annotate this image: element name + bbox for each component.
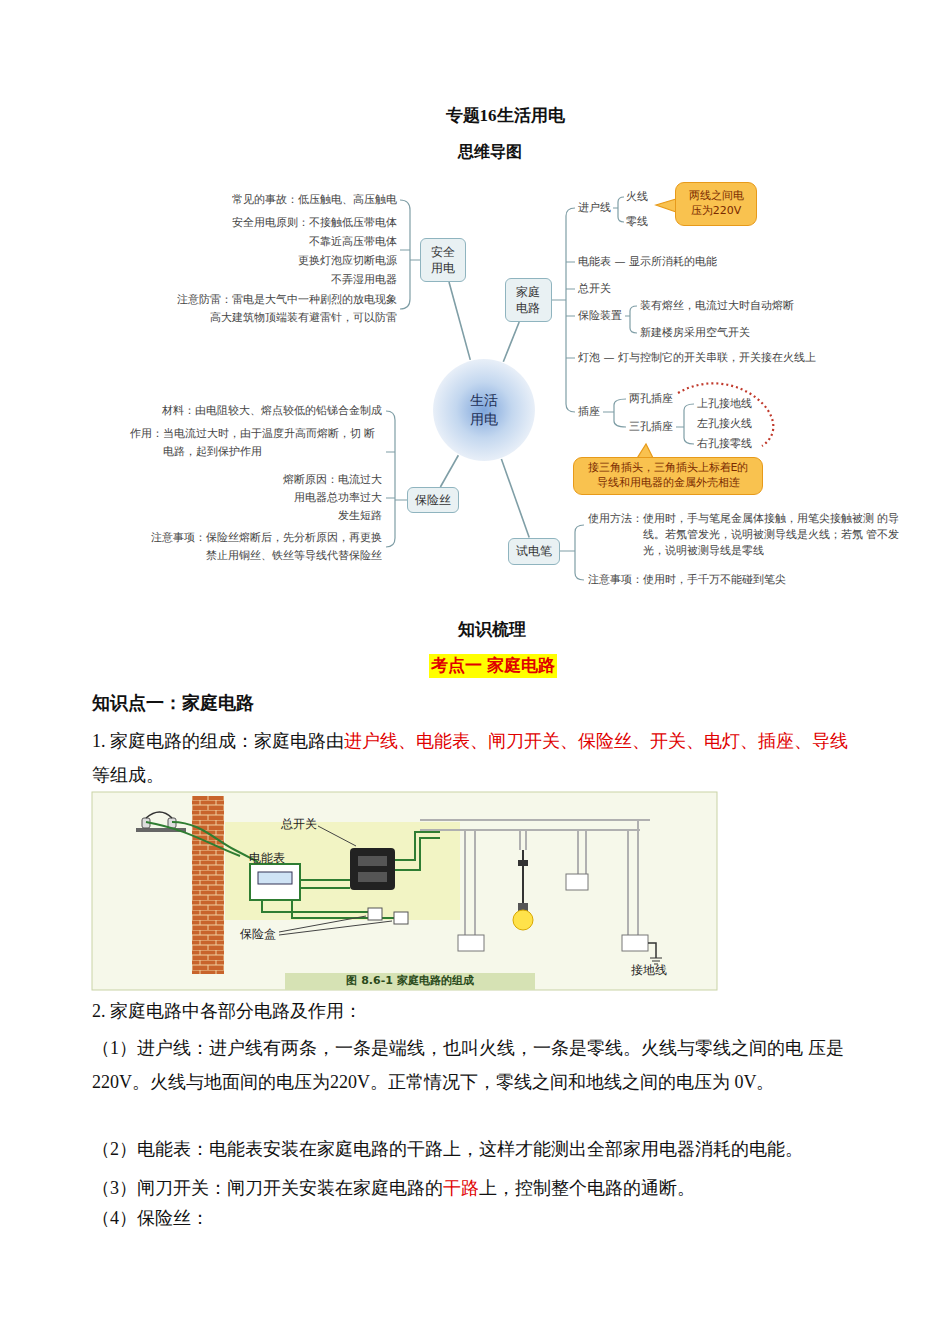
branch-connector (449, 282, 470, 360)
branch-connector (440, 455, 458, 487)
text-label: 发生短路 (338, 509, 382, 523)
text-label: 右孔接零线 (697, 437, 752, 451)
text-label: 三孔插座 (629, 420, 673, 434)
text-label: 使用方法：使用时，手与笔尾金属体接触，用笔尖接触被测 的导线。若氖管发光，说明被… (588, 511, 900, 559)
wires (146, 822, 440, 918)
callout-bubble: 两线之间电 压为220V (675, 182, 757, 226)
inline-text: 进户线、电能表、闸刀开关、保险丝、开关、电灯、插座、导线 (344, 731, 848, 751)
node-text: 安全 用电 (429, 244, 457, 276)
node-text-group: 安全 用电 (429, 244, 457, 276)
text-label: （2）电能表：电能表安装在家庭电路的干路上，这样才能测出全部家用电器消耗的电能。 (92, 1136, 803, 1162)
part-label: 保险盒 (240, 927, 276, 941)
node-text-group: 接三角插头，三角插头上标着E的 导线和用电器的金属外壳相连 (583, 461, 754, 491)
inline-text: 上，控制整个电路的通断。 (479, 1178, 695, 1198)
subheading: 知识点一：家庭电路 (92, 690, 254, 716)
fuse-box (394, 912, 408, 924)
conduits (420, 820, 650, 935)
callout-bubble: 接三角插头，三角插头上标着E的 导线和用电器的金属外壳相连 (573, 457, 763, 495)
lamp (513, 850, 533, 930)
text-label: 材料：由电阻较大、熔点较低的铅锑合金制成 (162, 404, 382, 418)
figure-caption: 图 8.6-1 家庭电路的组成 (346, 974, 473, 988)
leader-lines (279, 826, 392, 935)
text-paragraph: 1. 家庭电路的组成：家庭电路由进户线、电能表、闸刀开关、保险丝、开关、电灯、插… (92, 724, 862, 792)
node-text: 两线之间电 压为220V (686, 189, 747, 219)
branch-connector (501, 459, 529, 537)
part-label: 接地线 (631, 963, 667, 977)
text-label: 禁止用铜丝、铁丝等导线代替保险丝 (206, 549, 382, 563)
node-text-group: 两线之间电 压为220V (686, 189, 747, 219)
topic-box: 安全 用电 (420, 238, 466, 282)
text-label: 作用：当电流过大时，由于温度升高而熔断，切 断电路，起到保护作用 (130, 425, 382, 461)
text-label: 常见的事故：低压触电、高压触电 (232, 193, 397, 207)
node-text: 接三角插头，三角插头上标着E的 导线和用电器的金属外壳相连 (583, 461, 754, 491)
inline-text: 1. 家庭电路的组成：家庭电路由 (92, 731, 344, 751)
node-text-group: 试电笔 (516, 543, 552, 559)
text-label: 不弄湿用电器 (331, 273, 397, 287)
node-text-group: 家庭 电路 (514, 284, 542, 316)
text-paragraph: （3）闸刀开关：闸刀开关安装在家庭电路的干路上，控制整个电路的通断。 (92, 1171, 862, 1205)
text-label: 火线 (626, 190, 648, 204)
caption-strip (285, 973, 535, 990)
text-label: 装有熔丝，电流过大时自动熔断 (640, 299, 794, 313)
text-label: 电能表 — 显示所消耗的电能 (578, 255, 717, 269)
text-label: 用电器总功率过大 (294, 491, 382, 505)
text-label: 灯泡 — 灯与控制它的开关串联，开关接在火线上 (578, 351, 816, 365)
topic-box: 家庭 电路 (505, 278, 552, 322)
page-title: 专题16生活用电 (446, 104, 565, 127)
highlight-heading: 考点一 家庭电路 (429, 654, 556, 678)
two-hole-socket (458, 935, 484, 951)
dotted-arc (678, 383, 773, 446)
text-label: 注意防雷：雷电是大气中一种剧烈的放电现象 (177, 293, 397, 307)
text-label: 新建楼房采用空气开关 (640, 326, 750, 340)
text-label: 保险装置 (578, 309, 622, 323)
text-label: 高大建筑物顶端装有避雷针，可以防雷 (210, 311, 397, 325)
center-circle: 生活 用电 (432, 358, 536, 462)
meter-box (250, 864, 300, 900)
fuse-box (368, 908, 382, 920)
branch-connector (503, 322, 519, 362)
wall-area (225, 822, 460, 920)
meter-display (258, 872, 292, 884)
section-heading: 思维导图 (458, 141, 522, 163)
text-label: 2. 家庭电路中各部分电路及作用： (92, 998, 362, 1024)
inline-text: 等组成。 (92, 765, 164, 785)
inline-text: 干路 (443, 1178, 479, 1198)
topic-box: 试电笔 (508, 538, 560, 565)
callout-pointer (656, 199, 676, 212)
node-text: 家庭 电路 (514, 284, 542, 316)
circle-outline (432, 358, 536, 462)
switch-box (566, 874, 588, 890)
text-label: （1）进户线：进户线有两条，一条是端线，也叫火线，一条是零线。火线与零线之间的电… (92, 1031, 862, 1099)
text-label: 安全用电原则：不接触低压带电体 (232, 216, 397, 230)
text-label: 注意事项：保险丝熔断后，先分析原因，再更换 (151, 531, 382, 545)
text-label: 零线 (626, 215, 648, 229)
text-label: 熔断原因：电流过大 (283, 473, 382, 487)
main-switch (350, 848, 395, 890)
text-label: 左孔接火线 (697, 417, 752, 431)
text-label: （4）保险丝： (92, 1205, 209, 1231)
node-text: 生活 用电 (468, 391, 500, 429)
text-label: 注意事项：使用时，手千万不能碰到笔尖 (588, 573, 786, 587)
node-text: 保险丝 (415, 492, 451, 508)
inline-text: （3）闸刀开关：闸刀开关安装在家庭电路的 (92, 1178, 443, 1198)
node-text-group: 保险丝 (415, 492, 451, 508)
part-label: 电能表 (249, 851, 285, 865)
node-text: 试电笔 (516, 543, 552, 559)
text-label: 更换灯泡应切断电源 (298, 254, 397, 268)
illustration-panel (92, 792, 717, 990)
node-text-group: 生活 用电 (468, 391, 500, 429)
brick-wall (192, 796, 224, 974)
text-label: 插座 (578, 405, 600, 419)
text-label: 上孔接地线 (697, 397, 752, 411)
part-label: 总开关 (281, 817, 317, 831)
text-label: 不靠近高压带电体 (309, 235, 397, 249)
ground-wire (648, 943, 656, 958)
section-heading: 知识梳理 (458, 619, 526, 641)
text-label: 总开关 (578, 282, 611, 296)
topic-box: 保险丝 (407, 487, 459, 513)
text-label: 进户线 (578, 201, 611, 215)
text-label: 两孔插座 (629, 392, 673, 406)
three-hole-socket (622, 935, 648, 951)
